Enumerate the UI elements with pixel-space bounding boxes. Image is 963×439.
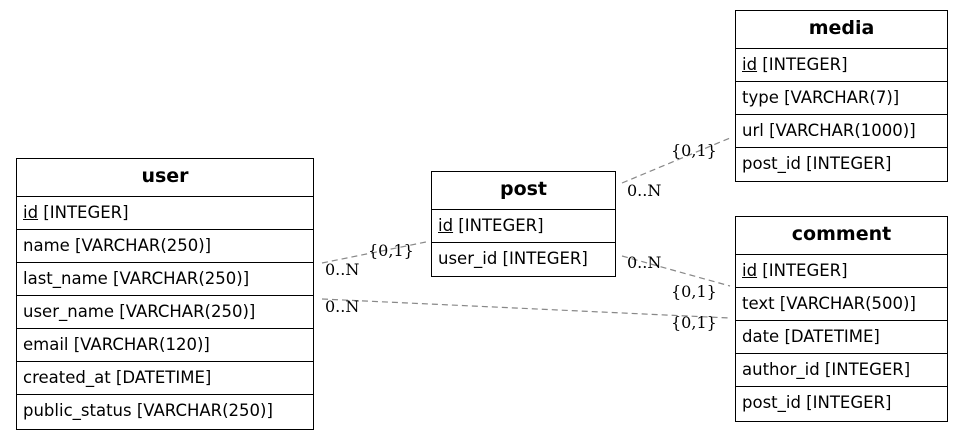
field-text: text [VARCHAR(500)]: [736, 288, 947, 321]
entity-title: comment: [736, 217, 947, 255]
entity-post[interactable]: post id [INTEGER] user_id [INTEGER]: [431, 171, 616, 277]
field-id: id [INTEGER]: [17, 197, 313, 230]
field-type: [INTEGER]: [453, 216, 544, 235]
field-date: date [DATETIME]: [736, 321, 947, 354]
entity-user[interactable]: user id [INTEGER] name [VARCHAR(250)] la…: [16, 158, 314, 430]
field-post-id: post_id [INTEGER]: [742, 154, 892, 173]
cardinality-user-comment-many: 0..N: [325, 297, 360, 316]
field-post-id: post_id [INTEGER]: [742, 393, 892, 412]
field-id: id [INTEGER]: [736, 255, 947, 288]
edge-post-comment: [621, 255, 731, 287]
cardinality-post-comment-many: 0..N: [627, 253, 662, 272]
cardinality-user-post-one: {0,1}: [368, 241, 414, 260]
cardinality-post-comment-one: {0,1}: [671, 282, 717, 301]
field-last-name: last_name [VARCHAR(250)]: [17, 263, 313, 296]
field-name: name [VARCHAR(250)]: [17, 230, 313, 263]
primary-key: id: [742, 261, 758, 280]
field-type: [INTEGER]: [757, 261, 848, 280]
field-user-name: user_name [VARCHAR(250)]: [17, 296, 313, 329]
edge-user-comment: [321, 298, 731, 319]
field-id: id [INTEGER]: [432, 210, 615, 243]
entity-title: user: [17, 159, 313, 197]
field-url: url [VARCHAR(1000)]: [736, 115, 947, 148]
field-author-id: author_id [INTEGER]: [736, 354, 947, 387]
field-type: [INTEGER]: [757, 55, 848, 74]
cardinality-user-comment-one: {0,1}: [671, 313, 717, 332]
primary-key: id: [23, 203, 39, 222]
entity-media[interactable]: media id [INTEGER] type [VARCHAR(7)] url…: [735, 10, 948, 182]
primary-key: id: [742, 55, 758, 74]
primary-key: id: [438, 216, 454, 235]
field-type: [INTEGER]: [38, 203, 129, 222]
entity-comment[interactable]: comment id [INTEGER] text [VARCHAR(500)]…: [735, 216, 948, 422]
entity-title: media: [736, 11, 947, 49]
cardinality-user-post-many: 0..N: [325, 260, 360, 279]
edge-user-post: [321, 241, 427, 264]
field-public-status: public_status [VARCHAR(250)]: [23, 401, 273, 420]
field-id: id [INTEGER]: [736, 49, 947, 82]
field-user-id: user_id [INTEGER]: [438, 249, 588, 268]
entity-title: post: [432, 172, 615, 210]
cardinality-post-media-one: {0,1}: [671, 141, 717, 160]
field-email: email [VARCHAR(120)]: [17, 329, 313, 362]
cardinality-post-media-many: 0..N: [627, 181, 662, 200]
field-created-at: created_at [DATETIME]: [17, 362, 313, 395]
field-type: type [VARCHAR(7)]: [736, 82, 947, 115]
